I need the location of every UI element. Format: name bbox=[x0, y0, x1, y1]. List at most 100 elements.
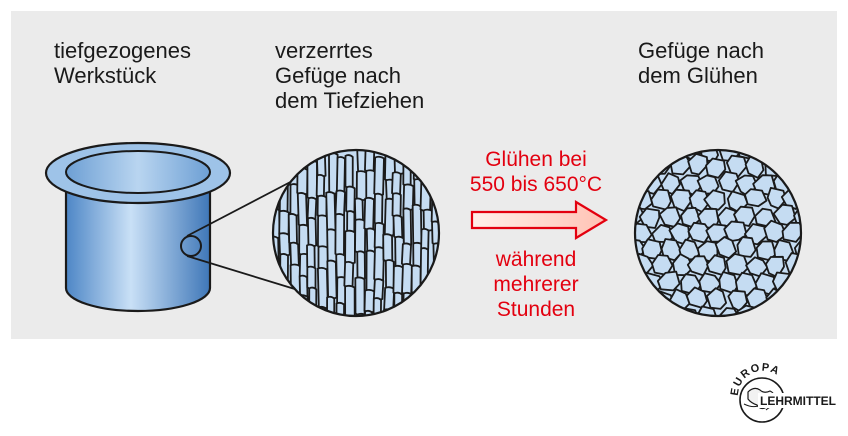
elongated-grain bbox=[363, 196, 375, 231]
equiaxed-grain bbox=[635, 286, 653, 308]
elongated-grain bbox=[286, 303, 298, 316]
elongated-grain bbox=[334, 189, 346, 217]
process-condition-bottom: während mehrerer Stunden bbox=[450, 247, 622, 322]
equiaxed-grain bbox=[610, 223, 631, 242]
equiaxed-grain bbox=[799, 187, 801, 210]
equiaxed-grain bbox=[784, 288, 801, 311]
elongated-grain bbox=[364, 150, 376, 173]
equiaxed-grain bbox=[635, 150, 642, 160]
equiaxed-grain bbox=[744, 188, 768, 208]
elongated-grain bbox=[393, 291, 404, 316]
equiaxed-grain bbox=[812, 241, 832, 262]
elongated-grain bbox=[344, 284, 356, 316]
equiaxed-grain bbox=[635, 273, 647, 295]
equiaxed-grain bbox=[703, 189, 726, 211]
elongated-grain bbox=[392, 214, 404, 240]
elongated-grain bbox=[315, 150, 327, 178]
equiaxed-grain bbox=[718, 271, 739, 294]
elongated-grain bbox=[382, 233, 394, 263]
elongated-grain bbox=[346, 321, 354, 348]
elongated-grain bbox=[335, 301, 345, 316]
equiaxed-grain bbox=[794, 150, 801, 160]
magnifier-lines bbox=[186, 177, 299, 291]
equiaxed-grain bbox=[635, 304, 641, 316]
elongated-grain bbox=[306, 196, 318, 221]
label-distorted-structure: verzerrtes Gefüge nach dem Tiefziehen bbox=[275, 38, 424, 113]
equiaxed-grain bbox=[635, 170, 643, 192]
elongated-grain bbox=[430, 298, 439, 316]
elongated-grain bbox=[400, 242, 412, 267]
process-top-line2: 550 bis 650°C bbox=[469, 173, 603, 196]
elongated-grain bbox=[278, 209, 290, 236]
elongated-grain bbox=[422, 150, 433, 185]
equiaxed-grain bbox=[642, 304, 665, 316]
elongated-grain bbox=[438, 150, 439, 186]
elongated-grain bbox=[353, 197, 364, 222]
elongated-grain bbox=[344, 229, 356, 265]
elongated-grain bbox=[273, 298, 281, 316]
elongated-grain bbox=[308, 314, 320, 316]
distorted-structure-circle bbox=[271, 148, 450, 361]
label-annealed-structure: Gefüge nach dem Glühen bbox=[638, 38, 764, 88]
equiaxed-grain bbox=[658, 150, 684, 161]
elongated-grain bbox=[278, 150, 289, 185]
equiaxed-grain bbox=[783, 156, 801, 179]
elongated-grain bbox=[413, 320, 423, 341]
equiaxed-grain bbox=[771, 150, 795, 160]
equiaxed-grain bbox=[803, 256, 821, 276]
equiaxed-grain bbox=[640, 150, 660, 160]
equiaxed-grain bbox=[811, 140, 832, 160]
elongated-grain bbox=[326, 295, 336, 316]
elongated-grain bbox=[372, 297, 382, 316]
elongated-grain bbox=[356, 312, 368, 316]
elongated-grain bbox=[391, 192, 402, 218]
elongated-grain bbox=[278, 319, 285, 350]
elongated-grain bbox=[296, 192, 308, 228]
equiaxed-grain bbox=[813, 307, 833, 327]
equiaxed-grain bbox=[718, 307, 741, 316]
elongated-grain bbox=[335, 156, 346, 193]
elongated-grain bbox=[325, 191, 337, 232]
elongated-grain bbox=[317, 305, 328, 316]
label-distorted-line1: verzerrtes bbox=[275, 38, 373, 63]
elongated-grain bbox=[306, 159, 318, 201]
elongated-grain bbox=[420, 227, 430, 251]
elongated-grain bbox=[306, 150, 316, 163]
equiaxed-grain bbox=[706, 287, 727, 310]
elongated-grain bbox=[326, 259, 338, 300]
equiaxed-grain bbox=[763, 219, 787, 243]
equiaxed-grain bbox=[792, 305, 801, 316]
equiaxed-grain bbox=[656, 270, 681, 292]
elongated-grain bbox=[373, 192, 384, 226]
elongated-grain bbox=[343, 260, 355, 289]
equiaxed-grain bbox=[812, 273, 830, 293]
process-condition-top: Glühen bei 550 bis 650°C bbox=[450, 147, 622, 197]
elongated-grain bbox=[391, 171, 402, 196]
equiaxed-grain bbox=[705, 157, 727, 179]
elongated-grain bbox=[356, 250, 366, 280]
elongated-grain bbox=[431, 274, 439, 302]
equiaxed-grain bbox=[794, 270, 801, 294]
elongated-grain bbox=[404, 323, 413, 361]
elongated-grain bbox=[306, 216, 318, 248]
elongated-grain bbox=[287, 213, 298, 246]
process-bottom-line1: während bbox=[495, 248, 577, 271]
equiaxed-grain bbox=[773, 305, 796, 316]
elongated-grain bbox=[411, 203, 423, 246]
elongated-grain bbox=[316, 194, 328, 218]
elongated-grain bbox=[346, 210, 356, 234]
label-annealed-line2: dem Glühen bbox=[638, 63, 758, 88]
process-top-line1: Glühen bei bbox=[485, 148, 587, 171]
equiaxed-grain bbox=[800, 287, 801, 309]
process-bottom-line2: mehrerer bbox=[493, 273, 579, 296]
elongated-grain bbox=[372, 278, 385, 301]
label-distorted-line3: dem Tiefziehen bbox=[275, 88, 425, 113]
elongated-grain bbox=[345, 185, 356, 214]
elongated-grain bbox=[382, 308, 393, 316]
elongated-grain bbox=[411, 291, 422, 316]
elongated-grain bbox=[355, 170, 368, 202]
elongated-grain bbox=[441, 232, 450, 271]
elongated-grain bbox=[278, 232, 291, 257]
elongated-grain bbox=[354, 276, 366, 316]
